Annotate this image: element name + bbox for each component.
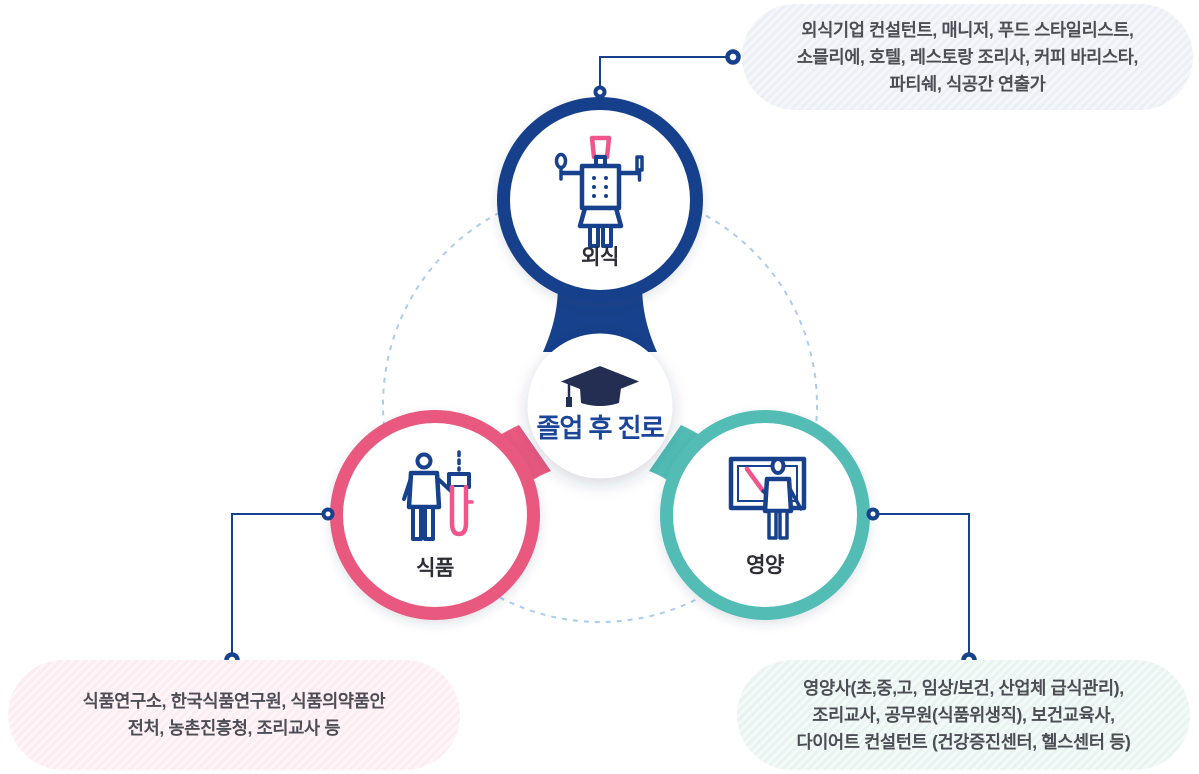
- callout-food-line: 전처, 농촌진흥청, 조리교사 등: [127, 718, 341, 738]
- graduation-cap-icon: [561, 366, 639, 407]
- callout-dining-line: 외식기업 컨설턴트, 매니저, 푸드 스타일리스트,: [801, 19, 1134, 40]
- node-circle-nutrition: [660, 410, 870, 620]
- callout-nutrition-line: 영양사(초,중,고, 임상/보건, 산업체 급식관리),: [803, 677, 1124, 698]
- dot-nutrition-circle: [866, 507, 880, 521]
- chef-icon: [554, 135, 644, 248]
- dot-food-circle: [321, 507, 335, 521]
- callout-nutrition-line: 조리교사, 공무원(식품위생직), 보건교육사,: [812, 704, 1115, 725]
- dot-dining-circle: [593, 85, 607, 99]
- connector-dining: [599, 56, 733, 92]
- callout-nutrition: 영양사(초,중,고, 임상/보건, 산업체 급식관리), 조리교사, 공무원(식…: [737, 660, 1190, 770]
- dashed-guide-circle: [382, 187, 818, 623]
- connector-food: [231, 513, 328, 660]
- node-label-dining: 외식: [581, 246, 619, 269]
- node-label-food: 식품: [416, 557, 454, 580]
- center-title: 졸업 후 진로: [536, 413, 664, 443]
- callout-dining-line: 파티쉐, 식공간 연출가: [889, 73, 1046, 94]
- dot-dining-bubble: [725, 49, 741, 65]
- callout-dining: 외식기업 컨설턴트, 매니저, 푸드 스타일리스트, 소믈리에, 호텔, 레스토…: [742, 4, 1193, 110]
- test-tube-icon: [402, 450, 474, 541]
- node-label-nutrition: 영양: [746, 554, 784, 577]
- callout-dining-line: 소믈리에, 호텔, 레스토랑 조리사, 커피 바리스타,: [796, 46, 1139, 67]
- callout-food-line: 식품연구소, 한국식품연구원, 식품의약품안: [82, 691, 386, 711]
- callout-nutrition-line: 다이어트 컨설턴트 (건강증진센터, 헬스센터 등): [796, 731, 1131, 752]
- connector-nutrition: [873, 513, 970, 660]
- connector-lines: [231, 56, 970, 660]
- teacher-board-icon: [728, 456, 807, 540]
- callout-food: 식품연구소, 한국식품연구원, 식품의약품안 전처, 농촌진흥청, 조리교사 등: [8, 660, 460, 770]
